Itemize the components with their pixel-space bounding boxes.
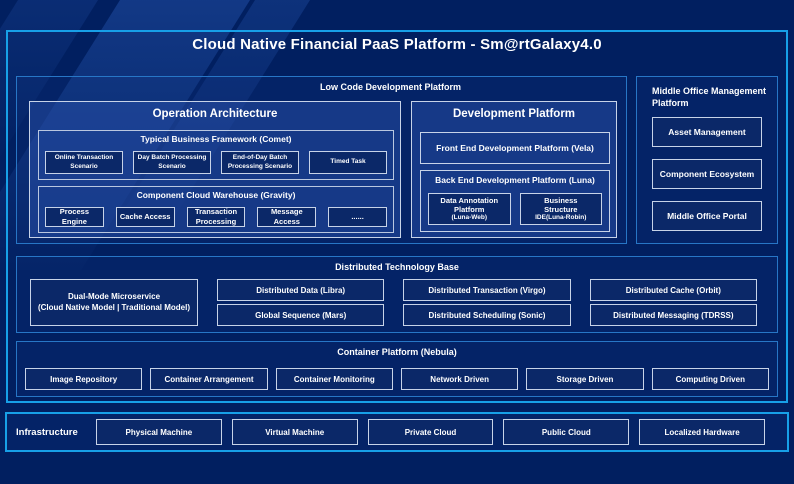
section-label: Low Code Development Platform — [320, 82, 462, 92]
box-row: Data Annotation Platform (Luna-Web) Busi… — [428, 193, 602, 225]
node-label: Business Structure — [544, 195, 578, 214]
node-global-sequence: Global Sequence (Mars) — [217, 304, 385, 326]
node-network-driven: Network Driven — [400, 368, 519, 390]
node-label: Dual-Mode Microservice — [67, 291, 161, 301]
section-container-platform: Container Platform (Nebula) Image Reposi… — [16, 341, 778, 397]
section-label: Infrastructure — [16, 426, 78, 438]
node-sublabel: (Luna-Web) — [451, 214, 488, 222]
node-container-arrangement: Container Arrangement — [150, 368, 268, 390]
distributed-column: Distributed Data (Libra) Global Sequence… — [217, 279, 385, 326]
node-data-annotation-platform: Data Annotation Platform (Luna-Web) — [428, 193, 511, 225]
node-localized-hardware: Localized Hardware — [639, 419, 765, 445]
node-middle-office-portal: Middle Office Portal — [652, 201, 762, 231]
node-label: Data Annotation Platform — [440, 195, 499, 214]
section-label: Middle Office Management Platform — [652, 86, 767, 109]
node-distributed-transaction: Distributed Transaction (Virgo) — [403, 279, 571, 301]
node-container-monitoring: Container Monitoring — [275, 368, 393, 390]
section-label: Container Platform (Nebula) — [337, 347, 457, 357]
panel-title: Operation Architecture — [152, 108, 278, 120]
node-cache-access: Cache Access — [115, 207, 175, 227]
node-timed-task: Timed Task — [309, 151, 387, 174]
box-row: Dual-Mode Microservice (Cloud Native Mod… — [30, 279, 757, 326]
group-title: Back End Development Platform (Luna) — [435, 175, 595, 185]
node-message-access: Message Access — [257, 207, 317, 227]
box-row: Online Transaction Scenario Day Batch Pr… — [45, 151, 387, 174]
node-front-end-development-platform: Front End Development Platform (Vela) — [420, 132, 610, 164]
node-day-batch-processing-scenario: Day Batch Processing Scenario — [133, 151, 211, 174]
node-physical-machine: Physical Machine — [96, 419, 222, 445]
node-process-engine: Process Engine — [45, 207, 104, 227]
node-public-cloud: Public Cloud — [503, 419, 630, 445]
box-row: Process Engine Cache Access Transaction … — [45, 207, 387, 227]
node-sublabel: (Cloud Native Model | Traditional Model) — [37, 302, 191, 312]
node-storage-driven: Storage Driven — [526, 368, 644, 390]
group-component-cloud-warehouse: Component Cloud Warehouse (Gravity) Proc… — [38, 186, 394, 233]
node-ellipsis: ...... — [328, 207, 387, 227]
section-label: Distributed Technology Base — [335, 262, 459, 272]
node-image-repository: Image Repository — [25, 368, 143, 390]
group-title: Typical Business Framework (Comet) — [140, 134, 292, 144]
group-typical-business-framework: Typical Business Framework (Comet) Onlin… — [38, 130, 394, 180]
distributed-column: Distributed Transaction (Virgo) Distribu… — [403, 279, 571, 326]
node-asset-management: Asset Management — [652, 117, 762, 147]
node-dual-mode-microservice: Dual-Mode Microservice (Cloud Native Mod… — [30, 279, 198, 326]
node-component-ecosystem: Component Ecosystem — [652, 159, 762, 189]
page-title: Cloud Native Financial PaaS Platform - S… — [192, 36, 602, 53]
node-distributed-messaging: Distributed Messaging (TDRSS) — [589, 304, 757, 326]
section-distributed-technology-base: Distributed Technology Base Dual-Mode Mi… — [16, 256, 778, 333]
node-distributed-cache: Distributed Cache (Orbit) — [589, 279, 757, 301]
node-transaction-processing: Transaction Processing — [186, 207, 246, 227]
section-infrastructure: Infrastructure Physical Machine Virtual … — [5, 412, 789, 452]
node-virtual-machine: Virtual Machine — [231, 419, 358, 445]
node-distributed-scheduling: Distributed Scheduling (Sonic) — [403, 304, 571, 326]
node-end-of-day-batch-processing-scenario: End-of-Day Batch Processing Scenario — [221, 151, 299, 174]
section-middle-office-management-platform: Middle Office Management Platform Asset … — [636, 76, 778, 244]
distributed-column: Distributed Cache (Orbit) Distributed Me… — [589, 279, 757, 326]
node-private-cloud: Private Cloud — [367, 419, 494, 445]
node-distributed-data: Distributed Data (Libra) — [217, 279, 385, 301]
main-frame — [6, 30, 788, 403]
node-computing-driven: Computing Driven — [651, 368, 769, 390]
panel-operation-architecture: Operation Architecture Typical Business … — [29, 101, 401, 238]
group-title: Component Cloud Warehouse (Gravity) — [136, 190, 296, 200]
section-low-code-development-platform: Low Code Development Platform Operation … — [16, 76, 627, 244]
node-online-transaction-scenario: Online Transaction Scenario — [45, 151, 123, 174]
node-business-structure-ide: Business Structure IDE(Luna-Robin) — [519, 193, 602, 225]
panel-title: Development Platform — [452, 108, 576, 120]
node-sublabel: IDE(Luna-Robin) — [535, 214, 587, 222]
group-back-end-development-platform: Back End Development Platform (Luna) Dat… — [420, 170, 610, 232]
panel-development-platform: Development Platform Front End Developme… — [411, 101, 617, 238]
box-row: Image Repository Container Arrangement C… — [25, 368, 769, 390]
